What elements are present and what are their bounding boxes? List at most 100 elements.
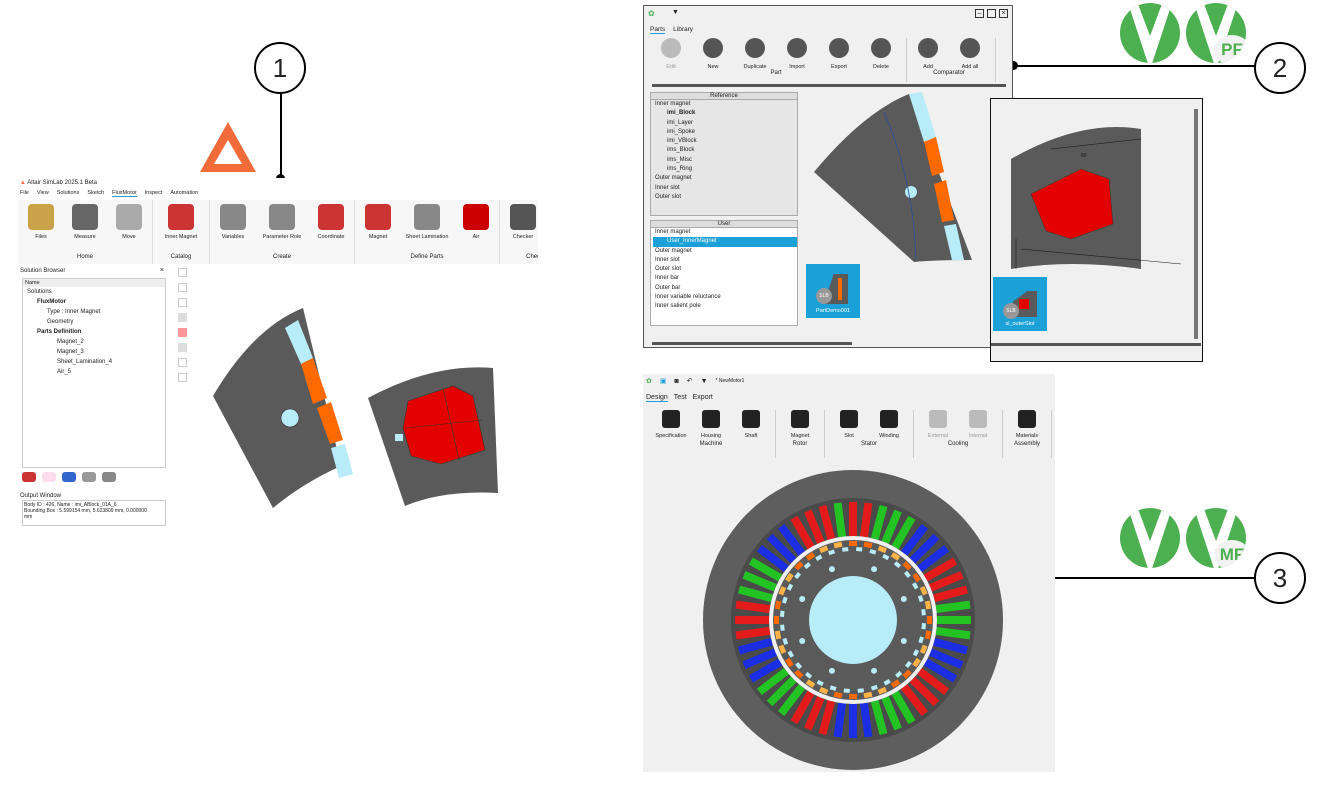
user-item[interactable]: Inner slot [655,256,680,263]
tree-item[interactable]: Type : Inner Magnet [47,309,101,315]
inner-magnet-button[interactable]: Inner Magnet [159,204,203,240]
coordinate-button[interactable]: Coordinate [314,204,348,240]
tree-item[interactable]: FluxMotor [37,299,66,305]
undo-icon[interactable]: ↶ [686,378,693,385]
user-item[interactable]: Outer magnet [655,247,692,254]
parameter-role-button[interactable]: Parameter Role [260,204,304,240]
magnet-button[interactable]: Magnet [361,204,395,240]
user-item[interactable]: Outer slot [655,266,682,273]
materials-button[interactable]: Materials [1007,410,1047,439]
arc-tool-icon[interactable] [177,298,187,307]
checker-button[interactable]: Checker [506,204,538,246]
select-tool-icon[interactable] [177,268,187,277]
column-header[interactable]: Name [23,279,165,287]
user-item[interactable]: Inner magnet [655,229,691,235]
tree-item[interactable]: Solutions [27,289,52,295]
measure-button[interactable]: Measure [68,204,102,240]
polygon-tool-icon[interactable] [177,358,187,367]
tree-item[interactable]: Geometry [47,319,74,325]
camera-icon[interactable]: ◙ [674,377,679,385]
tree-item[interactable]: Air_5 [57,369,72,375]
reference-item[interactable]: imi_Spoke [667,128,696,135]
reference-item[interactable]: Outer slot [655,193,682,200]
menu-fluxmotor[interactable]: FluxMotor [112,190,137,197]
save-icon[interactable]: ▣ [659,378,667,385]
edit-button[interactable]: Edit [650,38,692,70]
reference-item[interactable]: imi_Block [667,110,696,117]
tab-icon-groups[interactable] [62,472,76,482]
add-button[interactable]: Add [907,38,949,70]
viewport-geometry[interactable] [193,268,538,528]
tree-item[interactable]: Sheet_Lamination_4 [57,359,113,365]
line-tool-icon[interactable] [177,283,187,292]
variables-button[interactable]: Variables [216,204,250,240]
motor-cross-section[interactable] [703,470,1003,770]
magnet-button[interactable]: Magnet [780,410,820,439]
slot-button[interactable]: Slot [829,410,869,439]
new-button[interactable]: New [692,38,734,70]
reference-item[interactable]: ims_Ring [667,166,693,173]
user-item[interactable]: Inner salient pole [655,303,701,310]
add-all-button[interactable]: Add all [949,38,991,70]
air-button[interactable]: Air [459,204,493,240]
menu-file[interactable]: File [20,190,29,196]
pen-tool-icon[interactable] [177,373,187,382]
vertical-scrollbar[interactable] [1194,109,1198,339]
dropdown-icon[interactable]: ▼ [700,377,708,385]
reference-item[interactable]: imi_Layer [667,119,694,126]
tab-design[interactable]: Design [646,394,668,402]
tree-item[interactable]: Magnet_2 [57,339,84,345]
shaft-button[interactable]: Shaft [731,410,771,439]
viewport-scrollbar[interactable] [652,342,852,345]
reference-item[interactable]: Outer magnet [655,175,692,182]
winding-button[interactable]: Winding [869,410,909,439]
tab-export[interactable]: Export [692,394,713,401]
user-item[interactable]: Outer bar [655,284,681,291]
export-button[interactable]: Export [818,38,860,70]
user-item[interactable]: User_InnerMagnet [653,237,797,247]
menu-automation[interactable]: Automation [170,190,199,196]
maximize-icon[interactable] [987,9,996,18]
tab-icon-sets[interactable] [82,472,96,482]
quick-menu-icon[interactable]: ▼ [672,9,679,16]
reference-item[interactable]: Inner magnet [655,101,691,107]
tab-icon-solutions[interactable] [42,472,56,482]
ribbon-scrollbar[interactable] [652,84,1006,87]
reference-item[interactable]: ims_Block [667,147,695,154]
reference-item[interactable]: Inner slot [655,184,680,191]
tab-icon-parts[interactable] [22,472,36,482]
tab-parts[interactable]: Parts [650,26,666,34]
menu-sketch[interactable]: Sketch [87,190,105,196]
horizontal-scrollbar[interactable] [991,343,1201,346]
surface-tool-icon[interactable] [177,313,187,322]
internal-button[interactable]: Internal [958,410,998,439]
close-icon[interactable]: × [159,267,164,274]
reference-item[interactable]: imi_VBlock [667,138,697,145]
move-button[interactable]: Move [112,204,146,240]
part-thumbnail-partdemo001[interactable]: SLB PartDemo001 [806,264,860,318]
tab-library[interactable]: Library [673,26,694,33]
box-tool-icon[interactable] [177,328,187,337]
minimize-icon[interactable]: – [975,9,984,18]
tab-test[interactable]: Test [673,394,687,401]
comparator-viewport[interactable]: 60 [991,99,1191,274]
menu-view[interactable]: View [36,190,49,196]
reference-item[interactable]: ims_Misc [667,156,692,163]
pf-viewport[interactable] [804,92,1013,262]
plane-tool-icon[interactable] [177,343,187,352]
external-button[interactable]: External [918,410,958,439]
tree-item[interactable]: Parts Definition [37,329,82,335]
user-item[interactable]: Inner variable reluctance [655,294,721,301]
part-thumbnail-sl-outerslot[interactable]: SLB sl_outerSlot [993,277,1047,331]
delete-button[interactable]: Delete [860,38,902,70]
duplicate-button[interactable]: Duplicate [734,38,776,70]
menu-inspect[interactable]: Inspect [144,190,163,196]
close-icon[interactable]: × [999,9,1008,18]
import-button[interactable]: Import [776,38,818,70]
specification-button[interactable]: Specification [651,410,691,439]
files-button[interactable]: Files [24,204,58,240]
tab-icon-db[interactable] [102,472,116,482]
housing-button[interactable]: Housing [691,410,731,439]
menu-solutions[interactable]: Solutions [56,190,80,196]
tree-item[interactable]: Magnet_3 [57,349,84,355]
